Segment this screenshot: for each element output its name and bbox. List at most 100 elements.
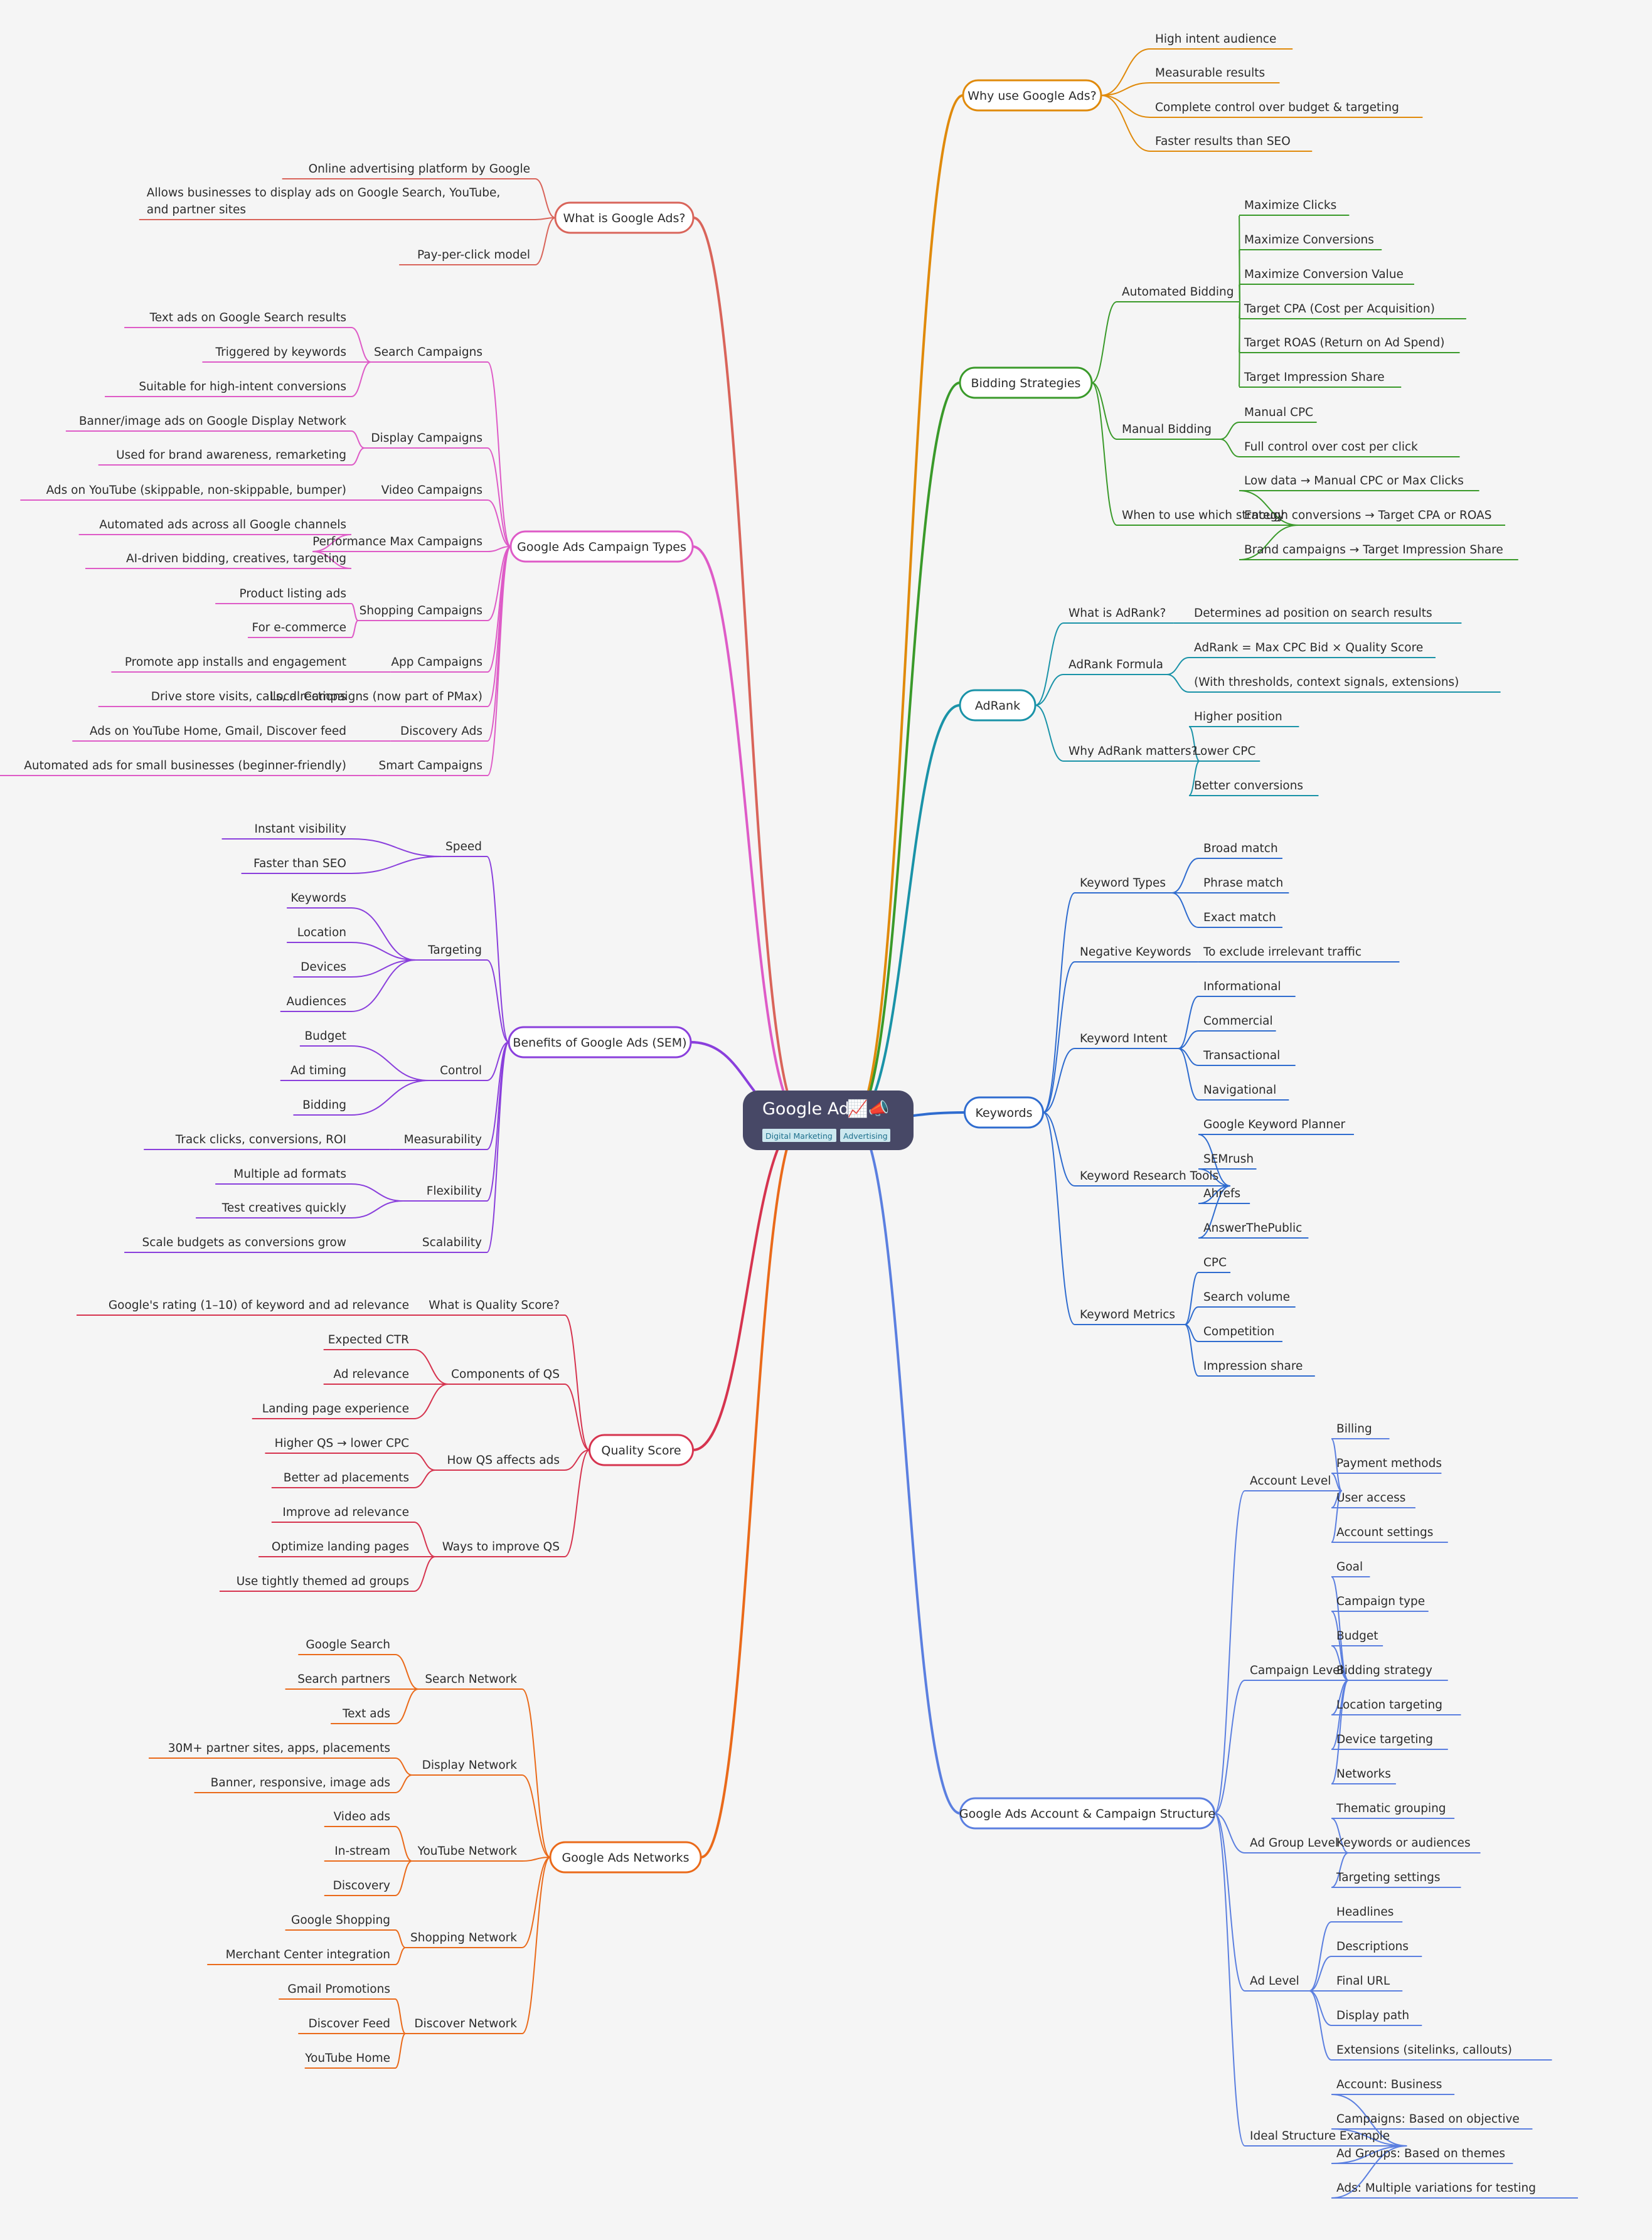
leaf-bidding-strategy[interactable]: Bidding strategy	[1331, 1664, 1448, 1681]
node-shopping-network[interactable]: Shopping Network	[405, 1931, 522, 1948]
leaf-competition[interactable]: Competition	[1198, 1325, 1282, 1342]
leaf-exact-match[interactable]: Exact match	[1198, 911, 1282, 928]
leaf-display-path[interactable]: Display path	[1331, 2009, 1422, 2026]
node-search-campaigns[interactable]: Search Campaigns	[371, 346, 488, 363]
branch-google-ads-networks[interactable]: Google Ads Networks	[549, 1841, 702, 1874]
node-video-campaigns[interactable]: Video Campaigns	[377, 484, 488, 501]
leaf-optimize-landing-pages[interactable]: Optimize landing pages	[258, 1540, 414, 1557]
node-ways-to-improve-qs[interactable]: Ways to improve QS	[435, 1540, 565, 1557]
leaf-maximize-conversion-value[interactable]: Maximize Conversion Value	[1239, 268, 1414, 285]
leaf-drive-store-visits-calls-directions[interactable]: Drive store visits, calls, directions	[98, 690, 351, 707]
leaf-use-tightly-themed-ad-groups[interactable]: Use tightly themed ad groups	[219, 1575, 414, 1592]
leaf-text-ads[interactable]: Text ads	[331, 1707, 395, 1724]
leaf-targeting-settings[interactable]: Targeting settings	[1331, 1871, 1461, 1888]
node-automated-bidding[interactable]: Automated Bidding	[1117, 285, 1240, 302]
node-app-campaigns[interactable]: App Campaigns	[390, 656, 488, 673]
leaf-automated-ads-across-all-google-channels[interactable]: Automated ads across all Google channels	[78, 518, 351, 535]
leaf-brand-campaigns-target-impression-share[interactable]: Brand campaigns → Target Impression Shar…	[1239, 543, 1518, 560]
branch-why-use-google-ads[interactable]: Why use Google Ads?	[962, 79, 1102, 112]
node-smart-campaigns[interactable]: Smart Campaigns	[377, 759, 488, 776]
leaf-final-url[interactable]: Final URL	[1331, 1975, 1403, 1992]
leaf-ad-relevance[interactable]: Ad relevance	[323, 1368, 414, 1385]
leaf-descriptions[interactable]: Descriptions	[1331, 1940, 1422, 1957]
leaf-youtube-home[interactable]: YouTube Home	[304, 2052, 395, 2069]
leaf-target-cpa-cost-per-acquisition[interactable]: Target CPA (Cost per Acquisition)	[1239, 302, 1466, 319]
leaf-search-volume[interactable]: Search volume	[1198, 1291, 1296, 1308]
node-ad-level[interactable]: Ad Level	[1245, 1975, 1309, 1992]
leaf-thematic-grouping[interactable]: Thematic grouping	[1331, 1802, 1455, 1819]
leaf-location-targeting[interactable]: Location targeting	[1331, 1699, 1461, 1715]
leaf-landing-page-experience[interactable]: Landing page experience	[252, 1402, 414, 1419]
leaf-target-roas-return-on-ad-spend[interactable]: Target ROAS (Return on Ad Spend)	[1239, 336, 1460, 353]
node-account-level[interactable]: Account Level	[1245, 1475, 1342, 1491]
leaf-informational[interactable]: Informational	[1198, 980, 1296, 997]
node-why-adrank-matters[interactable]: Why AdRank matters?	[1063, 745, 1200, 762]
leaf-campaign-type[interactable]: Campaign type	[1331, 1595, 1429, 1612]
leaf-video-ads[interactable]: Video ads	[324, 1810, 395, 1827]
leaf-determines-ad-position-on-search-results[interactable]: Determines ad position on search results	[1189, 607, 1462, 624]
leaf-faster-than-seo[interactable]: Faster than SEO	[241, 857, 351, 874]
leaf-google-shopping[interactable]: Google Shopping	[285, 1914, 395, 1931]
branch-google-ads-account-campaign-structure[interactable]: Google Ads Account & Campaign Structure	[959, 1797, 1215, 1830]
node-allows-businesses-to-display-ads-on-google-search-youtube-and-partner-sites[interactable]: Allows businesses to display ads on Goog…	[139, 186, 535, 220]
node-faster-results-than-seo[interactable]: Faster results than SEO	[1150, 135, 1313, 152]
node-display-network[interactable]: Display Network	[412, 1759, 522, 1776]
leaf-scale-budgets-as-conversions-grow[interactable]: Scale budgets as conversions grow	[124, 1236, 351, 1253]
node-ideal-structure-example[interactable]: Ideal Structure Example	[1245, 2130, 1407, 2147]
leaf-in-stream[interactable]: In-stream	[324, 1845, 395, 1862]
node-high-intent-audience[interactable]: High intent audience	[1150, 33, 1293, 50]
node-youtube-network[interactable]: YouTube Network	[412, 1845, 522, 1862]
leaf-test-creatives-quickly[interactable]: Test creatives quickly	[196, 1202, 351, 1219]
root-node[interactable]: Google Ads 📈📣 Digital Marketing Advertis…	[743, 1091, 914, 1150]
leaf-used-for-brand-awareness-remarketing[interactable]: Used for brand awareness, remarketing	[98, 449, 351, 466]
node-measurability[interactable]: Measurability	[390, 1133, 487, 1150]
leaf-keywords-or-audiences[interactable]: Keywords or audiences	[1331, 1837, 1481, 1853]
node-search-network[interactable]: Search Network	[418, 1673, 522, 1690]
leaf-ads-on-youtube-skippable-non-skippable-bumper[interactable]: Ads on YouTube (skippable, non-skippable…	[20, 484, 351, 501]
leaf-banner-responsive-image-ads[interactable]: Banner, responsive, image ads	[194, 1776, 395, 1793]
branch-adrank[interactable]: AdRank	[959, 689, 1036, 722]
leaf-automated-ads-for-small-businesses-beginner-friendly[interactable]: Automated ads for small businesses (begi…	[0, 759, 351, 776]
node-keyword-intent[interactable]: Keyword Intent	[1075, 1032, 1179, 1049]
node-complete-control-over-budget-targeting[interactable]: Complete control over budget & targeting	[1150, 101, 1423, 118]
leaf-bidding[interactable]: Bidding	[293, 1099, 351, 1116]
node-what-is-quality-score[interactable]: What is Quality Score?	[409, 1299, 565, 1316]
leaf-broad-match[interactable]: Broad match	[1198, 842, 1282, 859]
leaf-better-ad-placements[interactable]: Better ad placements	[271, 1471, 414, 1488]
leaf-account-settings[interactable]: Account settings	[1331, 1526, 1448, 1543]
leaf-improve-ad-relevance[interactable]: Improve ad relevance	[271, 1506, 414, 1523]
leaf-banner-image-ads-on-google-display-network[interactable]: Banner/image ads on Google Display Netwo…	[65, 415, 351, 432]
leaf-commercial[interactable]: Commercial	[1198, 1015, 1276, 1032]
leaf-30m-partner-sites-apps-placements[interactable]: 30M+ partner sites, apps, placements	[149, 1742, 395, 1759]
leaf-ads-multiple-variations-for-testing[interactable]: Ads: Multiple variations for testing	[1331, 2182, 1578, 2199]
leaf-ahrefs[interactable]: Ahrefs	[1198, 1187, 1250, 1204]
leaf-gmail-promotions[interactable]: Gmail Promotions	[279, 1983, 395, 2000]
leaf-campaigns-based-on-objective[interactable]: Campaigns: Based on objective	[1331, 2113, 1533, 2130]
leaf-merchant-center-integration[interactable]: Merchant Center integration	[207, 1948, 395, 1965]
node-performance-max-campaigns[interactable]: Performance Max Campaigns	[312, 535, 488, 552]
leaf-to-exclude-irrelevant-traffic[interactable]: To exclude irrelevant traffic	[1198, 946, 1400, 963]
leaf-expected-ctr[interactable]: Expected CTR	[323, 1333, 414, 1350]
branch-what-is-google-ads[interactable]: What is Google Ads?	[554, 201, 695, 234]
leaf-budget[interactable]: Budget	[1331, 1629, 1383, 1646]
leaf-triggered-by-keywords[interactable]: Triggered by keywords	[202, 346, 351, 363]
node-components-of-qs[interactable]: Components of QS	[448, 1368, 565, 1385]
leaf-keywords[interactable]: Keywords	[287, 892, 351, 909]
node-negative-keywords[interactable]: Negative Keywords	[1075, 946, 1198, 963]
node-control[interactable]: Control	[429, 1064, 487, 1081]
leaf-cpc[interactable]: CPC	[1198, 1256, 1231, 1273]
leaf-higher-position[interactable]: Higher position	[1189, 710, 1299, 727]
leaf-discover-feed[interactable]: Discover Feed	[298, 2017, 395, 2034]
leaf-promote-app-installs-and-engagement[interactable]: Promote app installs and engagement	[111, 656, 351, 673]
node-keyword-types[interactable]: Keyword Types	[1075, 877, 1172, 893]
branch-google-ads-campaign-types[interactable]: Google Ads Campaign Types	[509, 530, 694, 563]
node-keyword-research-tools[interactable]: Keyword Research Tools	[1075, 1170, 1230, 1187]
node-pay-per-click-model[interactable]: Pay-per-click model	[399, 248, 535, 265]
leaf-impression-share[interactable]: Impression share	[1198, 1360, 1315, 1377]
leaf-manual-cpc[interactable]: Manual CPC	[1239, 406, 1317, 423]
leaf-maximize-conversions[interactable]: Maximize Conversions	[1239, 233, 1382, 250]
node-online-advertising-platform-by-google[interactable]: Online advertising platform by Google	[282, 163, 535, 179]
leaf-transactional[interactable]: Transactional	[1198, 1049, 1296, 1066]
node-shopping-campaigns[interactable]: Shopping Campaigns	[358, 604, 488, 621]
leaf-answerthepublic[interactable]: AnswerThePublic	[1198, 1222, 1309, 1239]
